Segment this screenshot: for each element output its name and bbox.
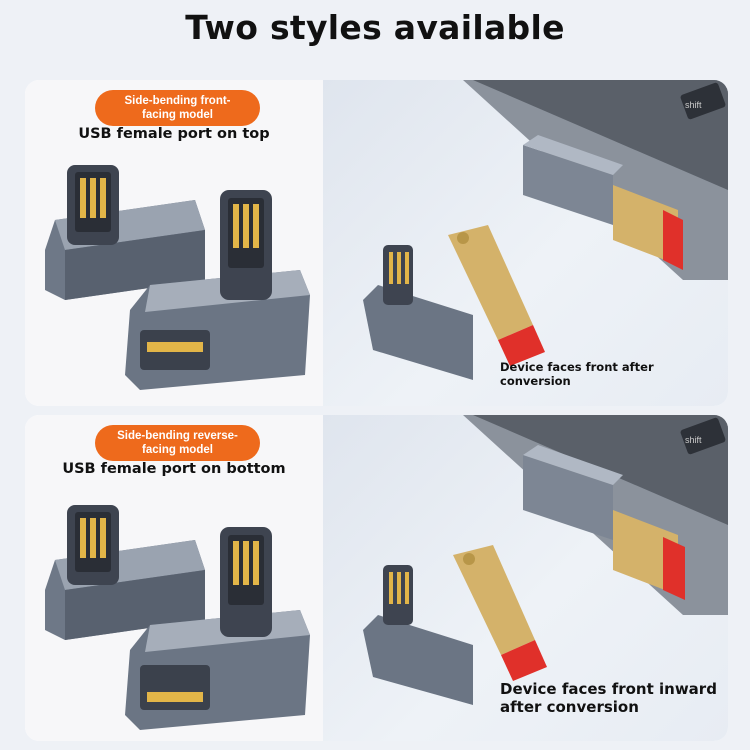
adapter-illustration [45, 165, 310, 390]
laptop-scene-illustration: shift [363, 80, 728, 380]
usage-photo-area: shift [323, 415, 728, 741]
panel-reverse-facing-model: Side-bending reverse- facing model USB f… [25, 415, 728, 741]
product-photo-area: Side-bending reverse- facing model USB f… [25, 415, 323, 741]
laptop-scene-illustration: shift [363, 415, 728, 705]
adapter-illustration [45, 505, 310, 730]
port-position-label: USB female port on top [78, 126, 270, 142]
usage-photo-area: shift [323, 80, 728, 406]
usage-caption: Device faces front inward after conversi… [500, 680, 717, 716]
page-title: Two styles available [185, 8, 565, 47]
model-badge: Side-bending reverse- facing model [95, 425, 260, 461]
usage-caption: Device faces front after conversion [500, 360, 654, 388]
port-position-label: USB female port on bottom [62, 461, 286, 477]
product-photo-area: Side-bending front- facing model USB fem… [25, 80, 323, 406]
shift-key-label: shift [685, 435, 702, 445]
panel-front-facing-model: Side-bending front- facing model USB fem… [25, 80, 728, 406]
model-badge: Side-bending front- facing model [95, 90, 260, 126]
shift-key-label: shift [685, 100, 702, 110]
